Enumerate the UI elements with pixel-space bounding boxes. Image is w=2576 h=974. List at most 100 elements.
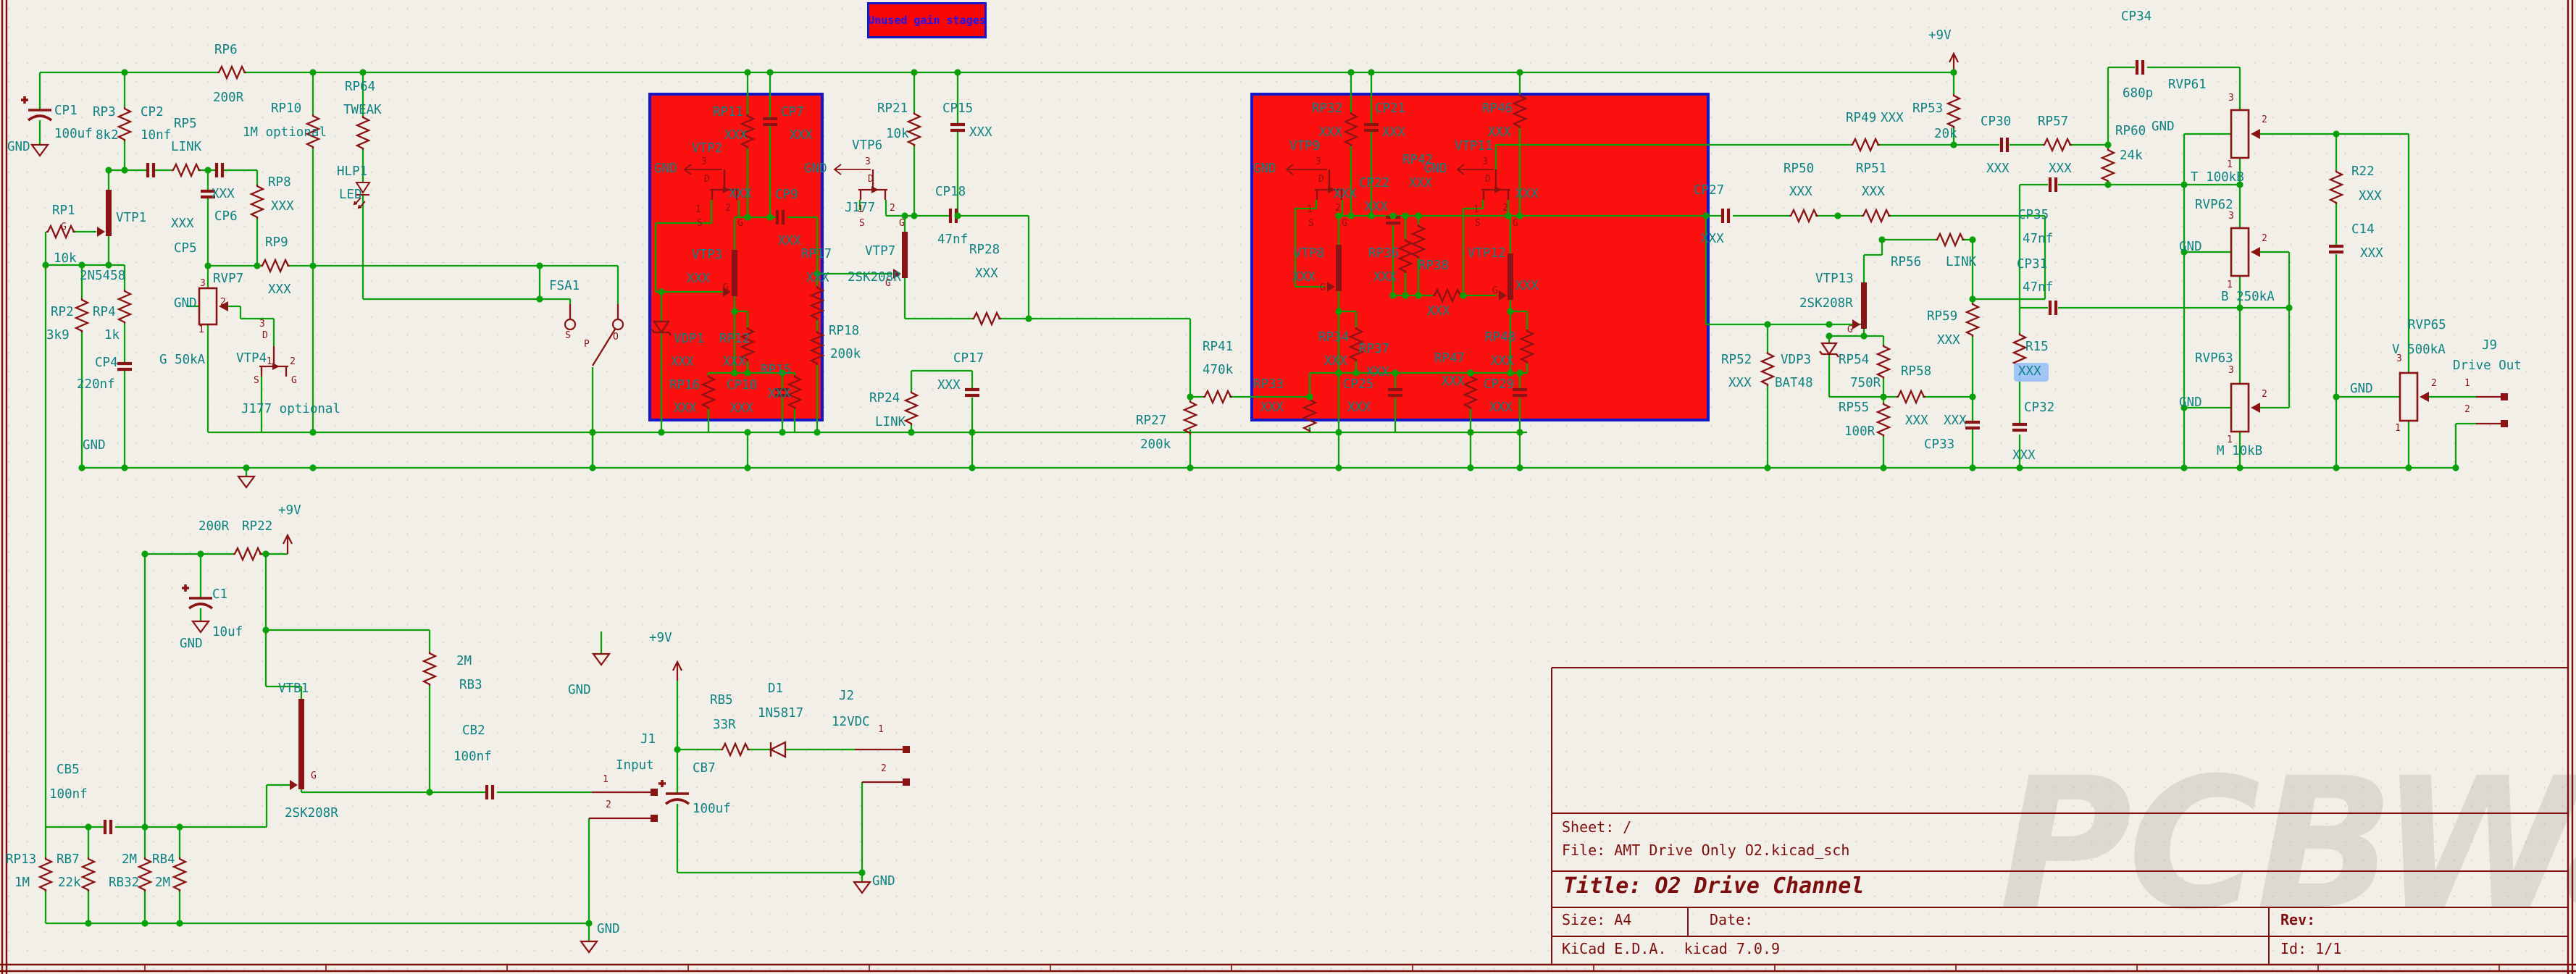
resistor-symbol[interactable] — [1343, 112, 1359, 146]
capacitor-symbol[interactable] — [1388, 387, 1402, 398]
capacitor-symbol[interactable] — [775, 210, 785, 224]
capacitor-symbol[interactable] — [1999, 138, 2010, 152]
resistor-symbol[interactable] — [172, 857, 188, 891]
selection-highlight[interactable] — [2014, 363, 2049, 382]
resistor-symbol[interactable] — [117, 107, 133, 141]
capacitor-symbol[interactable] — [2048, 177, 2058, 192]
resistor-symbol[interactable] — [1946, 94, 1962, 128]
resistor-symbol[interactable] — [1862, 208, 1891, 224]
jfet-symbol[interactable] — [902, 232, 908, 278]
polar-capacitor-symbol[interactable] — [658, 780, 690, 805]
resistor-symbol[interactable] — [1789, 208, 1818, 224]
switch-contact-icon[interactable] — [611, 318, 624, 331]
resistor-symbol[interactable] — [355, 116, 371, 150]
capacitor-symbol[interactable] — [1965, 420, 1980, 430]
resistor-symbol[interactable] — [2043, 137, 2072, 153]
unused-stage-overlay-box-2[interactable] — [1250, 93, 1710, 421]
potentiometer-symbol[interactable] — [2230, 109, 2250, 159]
capacitor-symbol[interactable] — [485, 785, 495, 799]
capacitor-symbol[interactable] — [201, 189, 215, 199]
resistor-symbol[interactable] — [809, 286, 825, 320]
resistor-symbol[interactable] — [1182, 400, 1198, 434]
polar-capacitor-symbol[interactable] — [182, 584, 214, 610]
resistor-symbol[interactable] — [1875, 345, 1891, 379]
resistor-symbol[interactable] — [1851, 137, 1880, 153]
capacitor-symbol[interactable] — [103, 820, 113, 834]
jfet-symbol[interactable] — [732, 250, 737, 296]
capacitor-symbol[interactable] — [1720, 209, 1731, 223]
resistor-symbol[interactable] — [740, 114, 756, 148]
resistor-symbol[interactable] — [1203, 389, 1232, 405]
resistor-symbol[interactable] — [117, 290, 133, 324]
resistor-symbol[interactable] — [422, 652, 438, 686]
capacitor-symbol[interactable] — [965, 387, 979, 398]
resistor-symbol[interactable] — [249, 185, 265, 219]
resistor-symbol[interactable] — [2012, 333, 2028, 367]
resistor-symbol[interactable] — [1348, 327, 1364, 361]
resistor-symbol[interactable] — [906, 112, 922, 146]
resistor-symbol[interactable] — [217, 64, 246, 80]
capacitor-symbol[interactable] — [763, 117, 777, 127]
capacitor-symbol[interactable] — [1513, 387, 1527, 398]
resistor-symbol[interactable] — [1760, 352, 1776, 386]
resistor-symbol[interactable] — [305, 114, 321, 148]
resistor-symbol[interactable] — [1302, 398, 1318, 432]
polar-capacitor-symbol[interactable] — [21, 96, 53, 122]
resistor-symbol[interactable] — [261, 258, 290, 274]
diode-symbol[interactable] — [651, 320, 672, 336]
diode-symbol[interactable] — [1819, 342, 1839, 358]
capacitor-symbol[interactable] — [146, 163, 156, 177]
resistor-symbol[interactable] — [1433, 287, 1462, 303]
resistor-symbol[interactable] — [137, 857, 153, 891]
resistor-symbol[interactable] — [1897, 389, 1925, 405]
resistor-symbol[interactable] — [1519, 329, 1535, 364]
jfet-gate-arrow-icon — [1852, 319, 1860, 329]
resistor-symbol[interactable] — [809, 331, 825, 365]
jfet-symbol[interactable] — [106, 190, 112, 236]
unused-gain-stages-banner[interactable]: Unused gain stages — [867, 2, 987, 38]
capacitor-symbol[interactable] — [950, 122, 965, 133]
capacitor-symbol[interactable] — [117, 361, 132, 371]
resistor-symbol[interactable] — [1463, 375, 1479, 409]
resistor-symbol[interactable] — [701, 375, 716, 409]
resistor-symbol[interactable] — [972, 311, 1001, 327]
resistor-symbol[interactable] — [740, 327, 756, 361]
resistor-symbol[interactable] — [721, 742, 750, 757]
resistor-symbol[interactable] — [172, 162, 201, 178]
resistor-symbol[interactable] — [46, 224, 75, 240]
resistor-symbol[interactable] — [903, 391, 919, 425]
switch-contact-icon[interactable] — [564, 318, 577, 331]
potentiometer-symbol[interactable] — [2230, 227, 2250, 277]
jfet-symbol[interactable] — [298, 699, 304, 789]
capacitor-symbol[interactable] — [1364, 122, 1379, 133]
diode-symbol[interactable] — [769, 741, 787, 758]
potentiometer-symbol[interactable] — [2230, 382, 2250, 433]
capacitor-symbol[interactable] — [2135, 60, 2145, 75]
resistor-symbol[interactable] — [1512, 94, 1528, 128]
resistor-symbol[interactable] — [233, 546, 262, 562]
potentiometer-symbol[interactable] — [2399, 371, 2419, 422]
jfet-symbol[interactable] — [1336, 245, 1342, 291]
resistor-symbol[interactable] — [2100, 148, 2116, 182]
capacitor-symbol[interactable] — [214, 163, 225, 177]
resistor-symbol[interactable] — [74, 298, 90, 332]
resistor-symbol[interactable] — [1410, 224, 1426, 259]
capacitor-symbol[interactable] — [2012, 422, 2027, 432]
resistor-symbol[interactable] — [1936, 232, 1965, 248]
resistor-symbol[interactable] — [787, 375, 803, 409]
led-symbol[interactable] — [353, 182, 371, 209]
potentiometer-symbol[interactable] — [198, 287, 218, 326]
capacitor-symbol[interactable] — [2048, 301, 2058, 315]
resistor-symbol[interactable] — [1875, 403, 1891, 437]
resistor-symbol[interactable] — [1965, 303, 1981, 337]
jfet-symbol[interactable] — [1861, 282, 1867, 329]
resistor-symbol[interactable] — [80, 857, 96, 891]
capacitor-symbol[interactable] — [775, 387, 790, 398]
resistor-symbol[interactable] — [1397, 239, 1413, 273]
capacitor-symbol[interactable] — [2329, 244, 2343, 254]
resistor-symbol[interactable] — [38, 857, 54, 891]
resistor-symbol[interactable] — [2328, 170, 2344, 204]
jfet-symbol[interactable] — [1507, 253, 1513, 300]
